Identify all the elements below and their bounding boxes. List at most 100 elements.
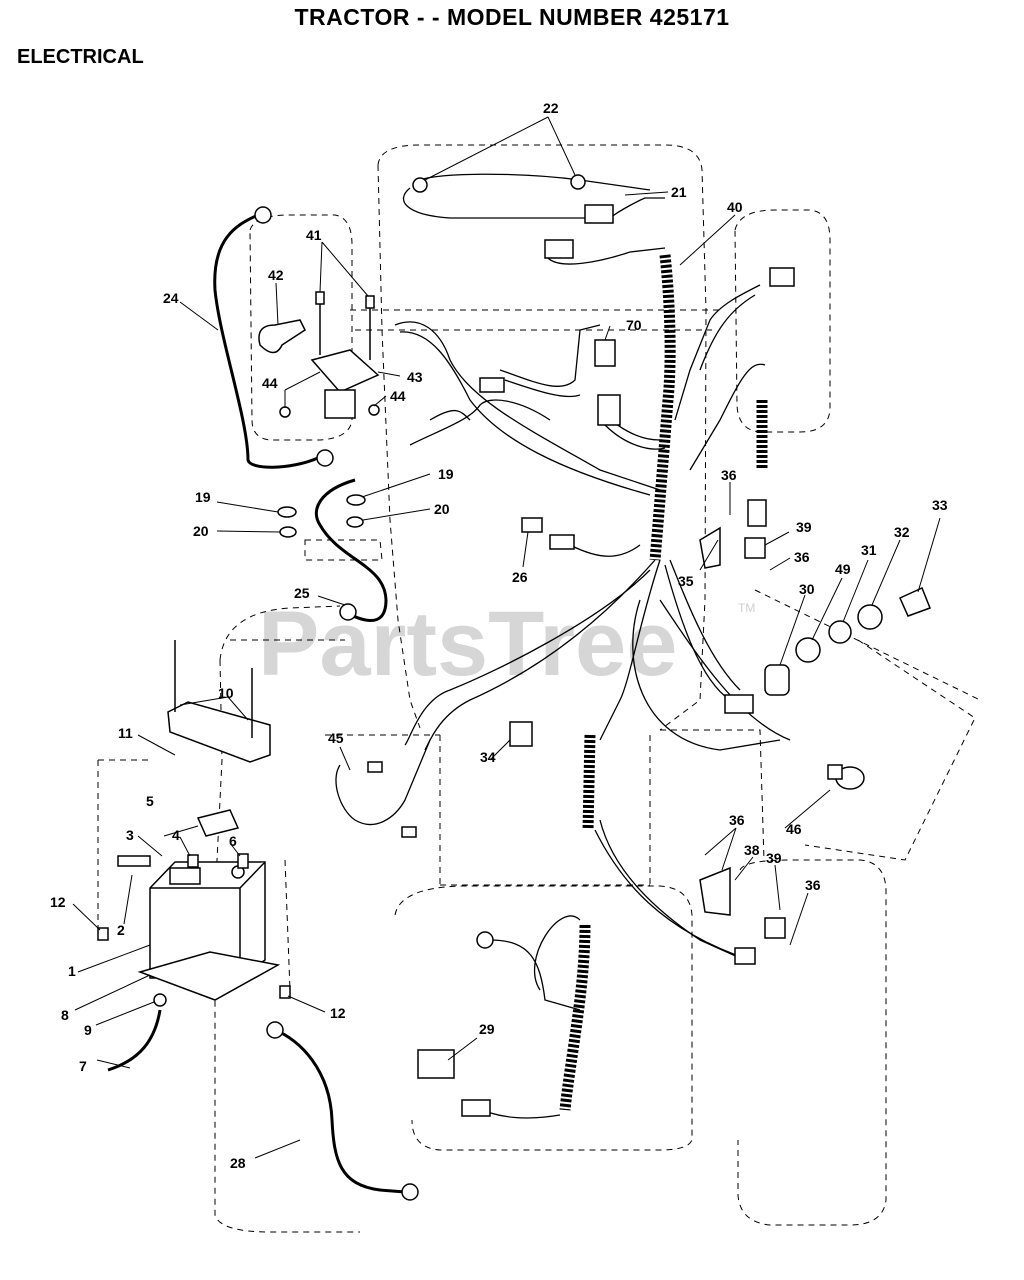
connector-29 [461,1099,491,1117]
switch-34 [509,721,533,747]
callout-35: 35 [678,573,694,589]
callout-9: 9 [84,1022,92,1038]
callout-11: 11 [118,725,133,741]
cables [107,213,406,1194]
connector-21b [544,239,574,259]
nut-6 [237,853,249,869]
watermark-tm: TM [738,601,755,615]
callout-38: 38 [744,842,760,858]
nut-20-right [346,516,364,528]
cable-24 [213,213,319,469]
boot-9 [153,993,167,1007]
battery-label-5 [169,867,201,885]
callout-6: 6 [229,833,237,849]
solenoid-43 [310,349,380,393]
callout-34: 34 [480,749,496,765]
connector-key [724,694,754,714]
callout-20b: 20 [434,501,450,517]
components [97,174,931,1201]
callout-28: 28 [230,1155,246,1171]
battery-1 [149,861,266,979]
ring-49 [795,637,821,663]
ring-terminal-28 [266,1021,284,1039]
washer-19-left [277,506,297,518]
callout-44b: 44 [390,388,406,404]
bracket-35 [699,526,721,569]
pad-5 [196,809,240,837]
watermark-text: PartsTree [258,593,677,695]
callout-1: 1 [68,963,76,979]
bezel-32 [857,604,883,630]
callout-22: 22 [543,100,559,116]
terminal-45a [367,761,383,773]
callout-10: 10 [218,685,234,701]
callout-labels: 1 2 3 4 5 6 7 8 9 10 11 12 12 19 19 20 2… [50,100,948,1171]
callout-31: 31 [861,542,877,558]
callout-30: 30 [799,581,815,597]
connector-right-top [769,267,795,287]
connector-21 [584,204,614,224]
cable-28 [274,1028,406,1194]
hose-7 [107,1009,162,1072]
connector-lower-right [734,947,756,965]
callout-46: 46 [786,821,802,837]
key-switch-30 [764,664,790,696]
callout-36a: 36 [721,467,737,483]
switch-39 [744,537,766,559]
key-33 [899,586,931,617]
callout-19b: 19 [438,466,454,482]
cap-42 [258,319,306,354]
callout-39a: 39 [796,519,812,535]
bolt-41-right [365,295,375,309]
connector-right-mid [747,499,767,527]
tractor-outline [97,144,981,1233]
loom-mid [582,734,596,831]
socket-46 [827,764,843,780]
callout-42: 42 [268,267,284,283]
callout-36b: 36 [794,549,810,565]
bolt-3 [117,855,151,867]
switch-39-lower [764,917,786,939]
diagram-title: TRACTOR - - MODEL NUMBER 425171 [294,4,730,30]
callout-43: 43 [407,369,423,385]
callout-4: 4 [172,827,180,843]
callout-12b: 12 [330,1005,346,1021]
harness-wires [335,173,791,1119]
clip-12-left [97,927,109,941]
callout-26: 26 [512,569,528,585]
callout-45: 45 [328,730,344,746]
callout-12a: 12 [50,894,66,910]
bulb-22-right [570,174,586,190]
terminal-45b [401,826,417,838]
ring-terminal-lower [476,931,494,949]
callout-21: 21 [671,184,687,200]
nut-20-left [279,526,297,538]
leader-lines [72,116,941,1159]
hold-down-11 [167,701,271,763]
plug-26 [521,517,543,533]
clip-12-right [279,985,291,999]
callout-25: 25 [294,585,310,601]
loom-40 [649,254,676,561]
bolt-41-left [315,291,325,305]
connector-harness [479,377,505,393]
switch-29 [417,1049,455,1079]
callout-44a: 44 [262,375,278,391]
callout-33: 33 [932,497,948,513]
callout-5: 5 [146,793,154,809]
nut-31 [828,620,852,644]
cable-25 [314,478,388,622]
bracket-38 [699,866,731,916]
callout-41: 41 [306,227,322,243]
connector-70b [597,394,621,426]
callout-39b: 39 [766,850,782,866]
callout-49: 49 [835,561,851,577]
battery-tray-8 [137,951,281,1001]
callout-7: 7 [79,1058,87,1074]
loom-lower [559,924,591,1111]
nut-44-right [368,404,380,416]
callout-19a: 19 [195,489,211,505]
solenoid-body [324,389,356,419]
plug-26b [549,534,575,550]
section-label: ELECTRICAL [17,46,144,68]
